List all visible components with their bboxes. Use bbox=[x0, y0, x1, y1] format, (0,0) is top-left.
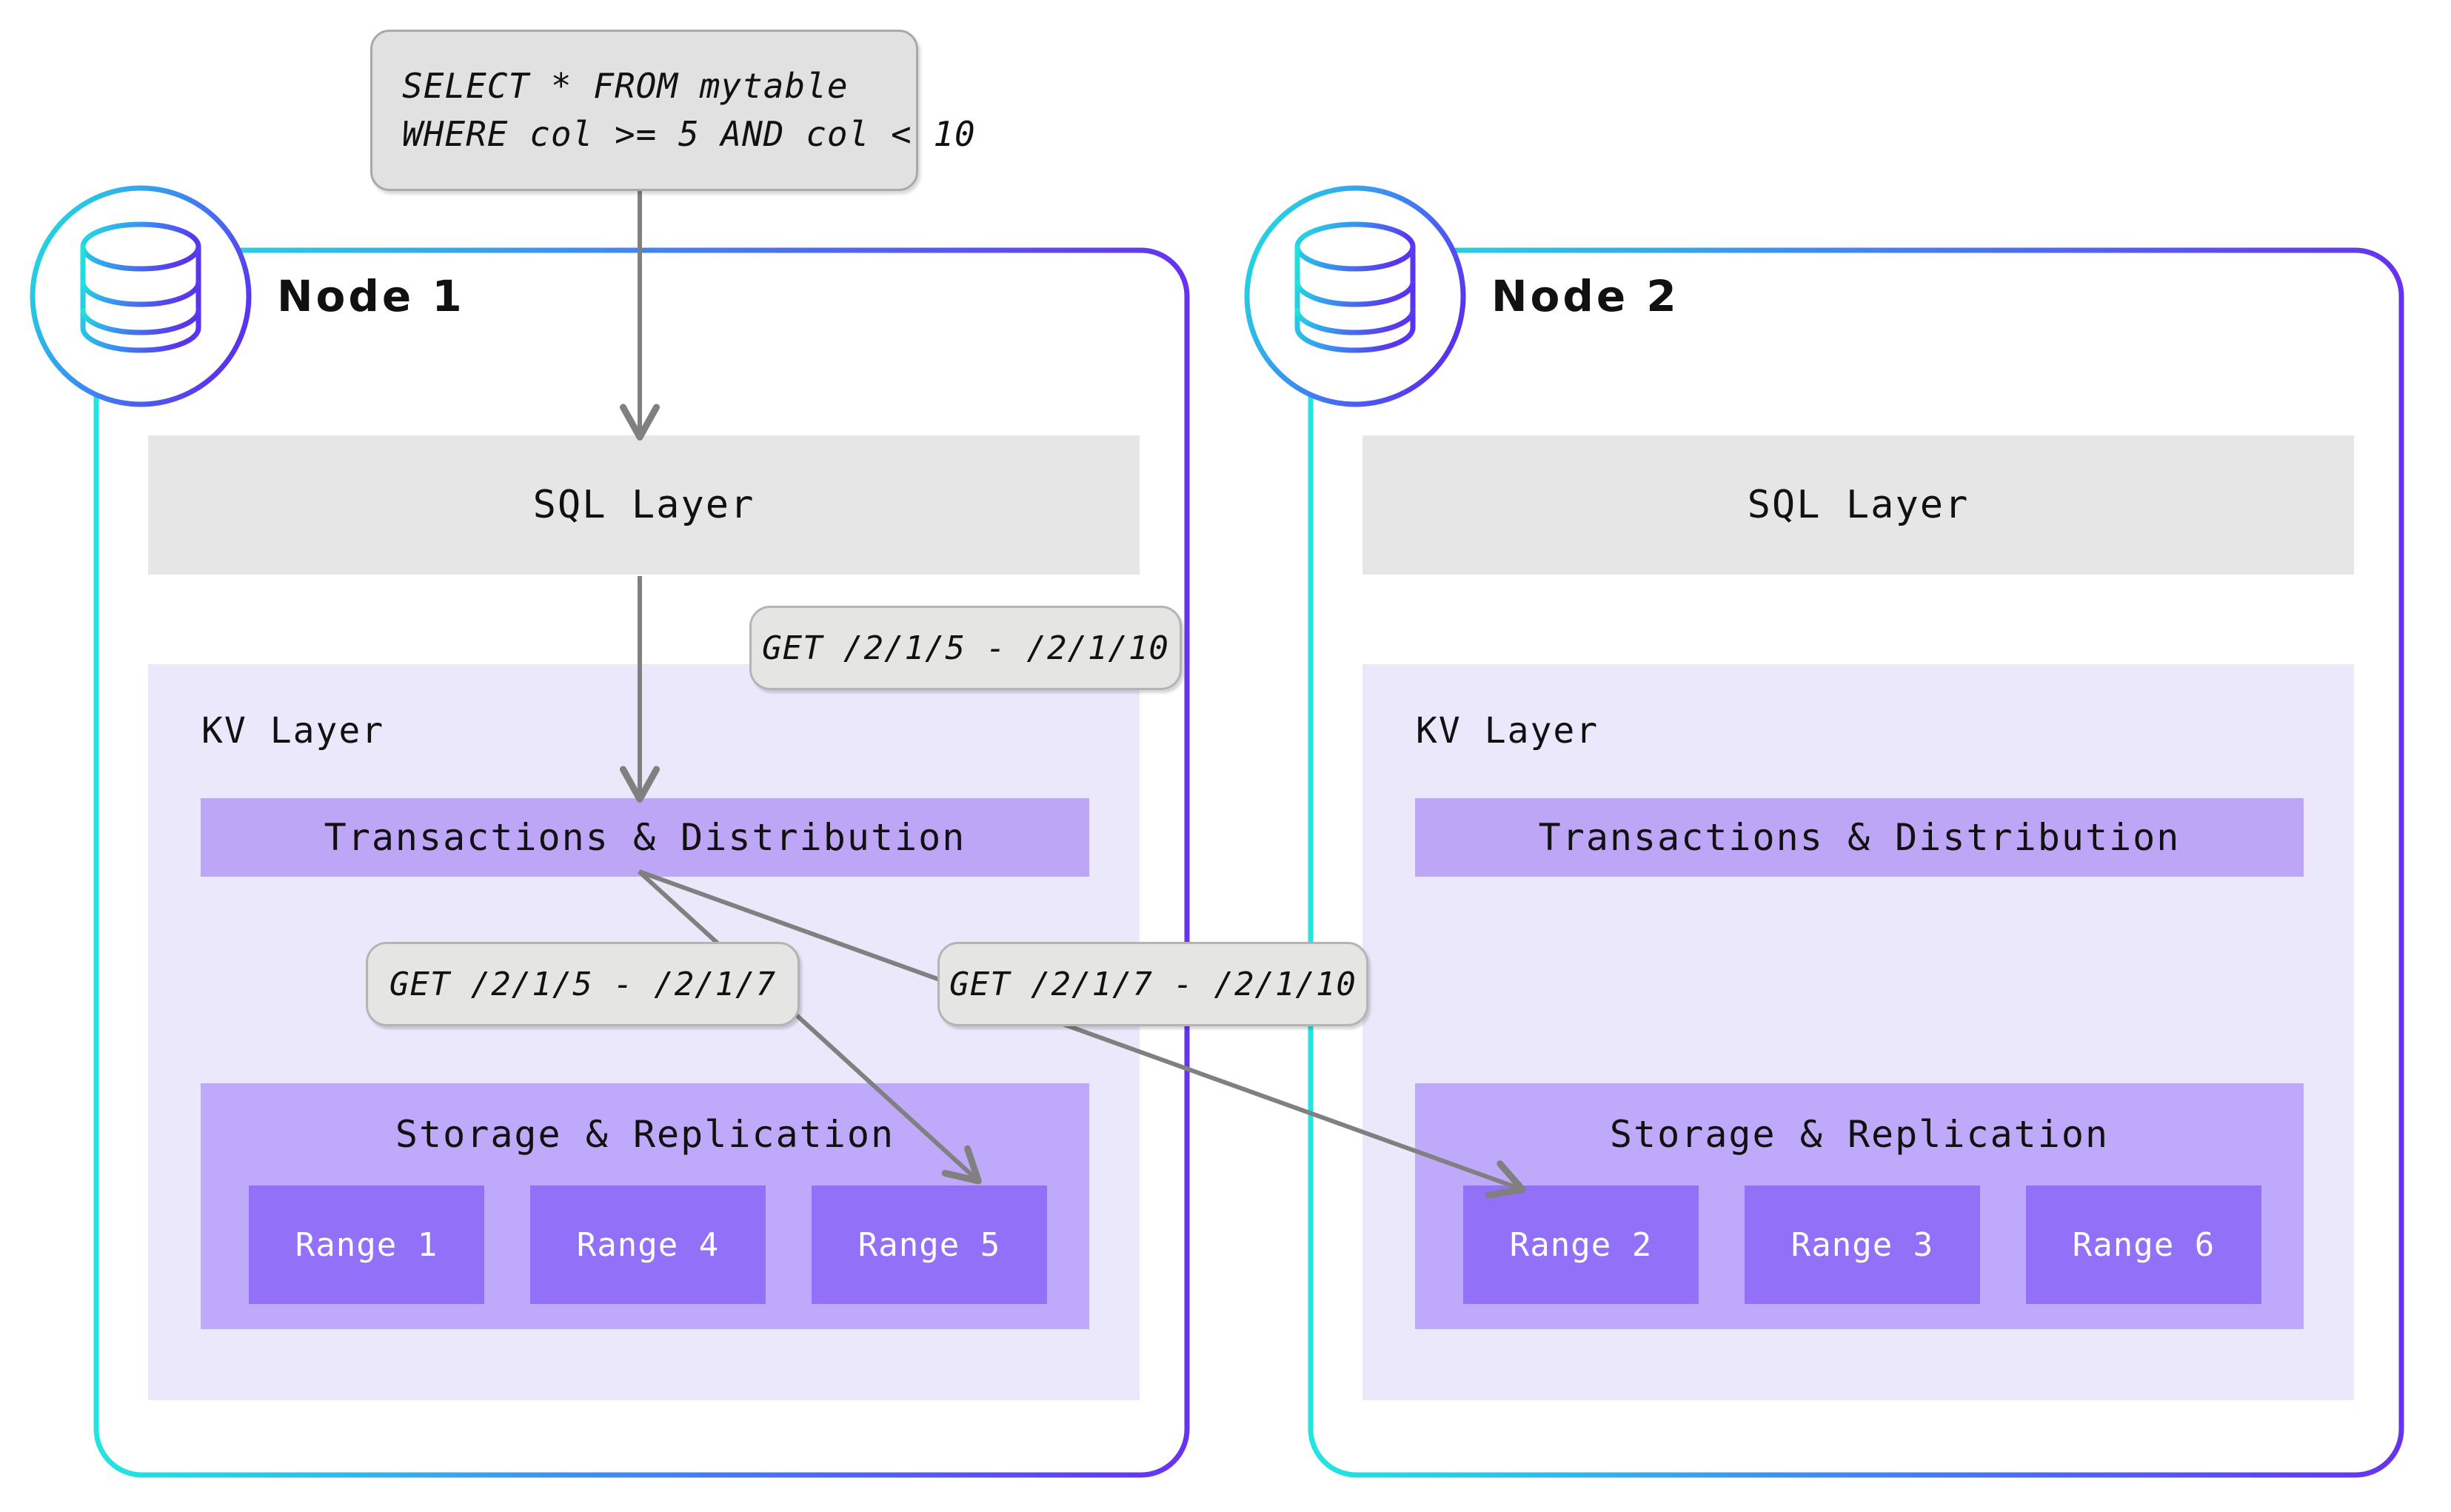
node-2-database-icon bbox=[1294, 221, 1416, 353]
node-2-sql-layer: SQL Layer bbox=[1362, 435, 2354, 575]
node-1-range-row: Range 1 Range 4 Range 5 bbox=[249, 1185, 1047, 1304]
node-1-title: Node 1 bbox=[277, 271, 465, 321]
node-1-database-icon bbox=[80, 221, 201, 353]
node-1-sql-layer-label: SQL Layer bbox=[532, 483, 755, 527]
sql-query-line-1: SELECT * FROM mytable bbox=[402, 65, 849, 106]
node-2-kv-layer-label: KV Layer bbox=[1416, 710, 1599, 752]
node-2-icon-circle bbox=[1244, 185, 1466, 407]
sql-query-line-2: WHERE col >= 5 AND col < 10 bbox=[402, 114, 976, 154]
node-1-kv-layer: KV Layer Transactions & Distribution Sto… bbox=[148, 664, 1140, 1400]
node-2-sql-layer-label: SQL Layer bbox=[1747, 483, 1970, 527]
sql-query-box: SELECT * FROM mytable WHERE col >= 5 AND… bbox=[370, 30, 976, 191]
node-1-storage-label: Storage & Replication bbox=[395, 1113, 895, 1156]
range-box[interactable]: Range 2 bbox=[1463, 1185, 1699, 1304]
node-2-storage-box: Storage & Replication Range 2 Range 3 Ra… bbox=[1415, 1083, 2304, 1329]
node-2-title: Node 2 bbox=[1491, 271, 1679, 321]
callout-range-2-request: GET /2/1/7 - /2/1/10 bbox=[937, 942, 1368, 1026]
node-2-transactions-bar: Transactions & Distribution bbox=[1415, 798, 2304, 877]
node-1-storage-box: Storage & Replication Range 1 Range 4 Ra… bbox=[201, 1083, 1089, 1329]
node-1-icon-circle-fill bbox=[33, 188, 249, 404]
callout-range-5-request: GET /2/1/5 - /2/1/7 bbox=[366, 942, 800, 1026]
range-box[interactable]: Range 5 bbox=[812, 1185, 1047, 1304]
range-box[interactable]: Range 6 bbox=[2026, 1185, 2261, 1304]
range-box[interactable]: Range 3 bbox=[1745, 1185, 1980, 1304]
range-box[interactable]: Range 4 bbox=[530, 1185, 766, 1304]
node-2-range-row: Range 2 Range 3 Range 6 bbox=[1463, 1185, 2261, 1304]
node-1-icon-circle bbox=[30, 185, 252, 407]
node-1-kv-layer-label: KV Layer bbox=[201, 710, 385, 752]
node-1-transactions-bar: Transactions & Distribution bbox=[201, 798, 1089, 877]
node-2-icon-circle-fill bbox=[1247, 188, 1463, 404]
callout-kv-request: GET /2/1/5 - /2/1/10 bbox=[749, 606, 1182, 690]
node-2-kv-layer: KV Layer Transactions & Distribution Sto… bbox=[1362, 664, 2354, 1400]
node-2-storage-label: Storage & Replication bbox=[1609, 1113, 2110, 1156]
node-1-sql-layer: SQL Layer bbox=[148, 435, 1140, 575]
range-box[interactable]: Range 1 bbox=[249, 1185, 484, 1304]
